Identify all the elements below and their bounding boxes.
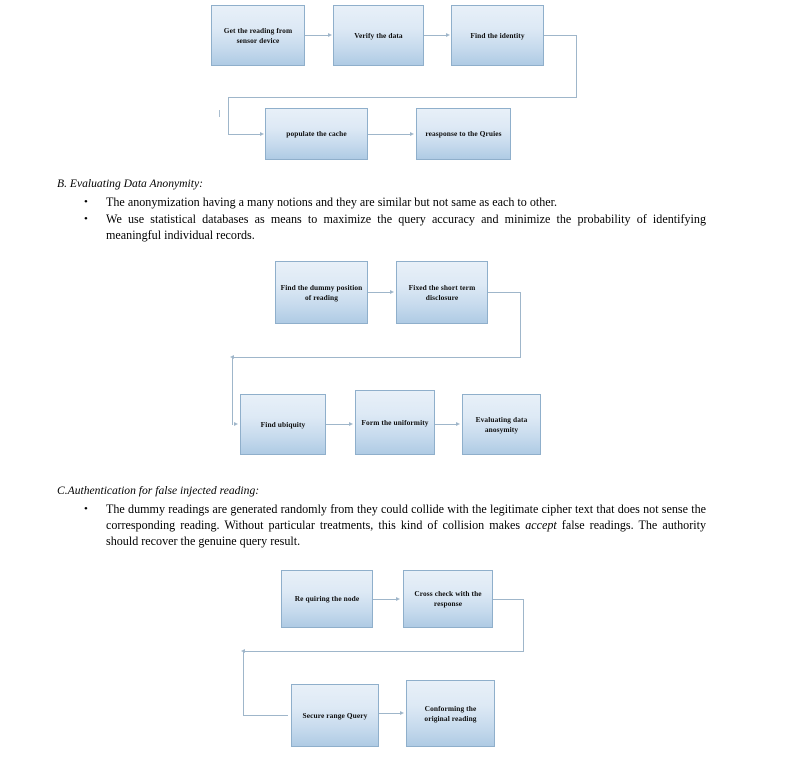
bullet-icon: • (84, 196, 88, 208)
section-c-bullets: • The dummy readings are generated rando… (84, 501, 706, 549)
flow2-box-fixed-short-term: Fixed the short term disclosure (396, 261, 488, 324)
flow2-elbow-left-down (232, 357, 233, 425)
flow3-box-secure-range-query: Secure range Query (291, 684, 379, 747)
flow2-arrow-into-ubiquity (234, 422, 238, 426)
flow1-arrow-verify-to-find (446, 33, 450, 37)
section-c-bullet-1-part-1: The dummy readings are generated randoml… (106, 502, 706, 533)
flow3-box-cross-check-response-label: Cross check with the response (414, 589, 482, 608)
flow3-elbow-bottom (243, 651, 524, 652)
flow2-box-fixed-short-term-label: Fixed the short term disclosure (408, 282, 476, 302)
flow2-elbow-right-down (520, 292, 521, 358)
flow3-box-conforming-original-label: Conforming the original reading (424, 703, 477, 723)
flow2-arrow-dummy-to-fixed (390, 290, 394, 294)
flow1-box-response-queries-label: reasponse to the Qruies (425, 129, 502, 138)
bullet-icon: • (84, 503, 88, 515)
bullet-icon: • (84, 213, 88, 226)
section-c-heading: C.Authentication for false injected read… (57, 484, 260, 497)
flow3-elbow-right-down (523, 599, 524, 652)
flow2-arrow-uniformity-to-evaluating (456, 422, 460, 426)
section-b-bullets: • The anonymization having a many notion… (84, 194, 706, 243)
flow3-arrow-requiring-to-crosscheck (396, 597, 400, 601)
section-b-bullet-2: • We use statistical databases as means … (84, 211, 706, 243)
flow2-arrow-ubiquity-to-uniformity (349, 422, 353, 426)
flow2-box-find-dummy-position-label: Find the dummy position of reading (280, 282, 363, 302)
flow2-box-evaluating-anonymity-label: Evaluating data anosymity (475, 414, 528, 434)
flow1-elbow-top (544, 35, 577, 36)
flow1-elbow-into-cache (228, 134, 261, 135)
flow3-elbow-left-down (243, 651, 244, 716)
flow3-box-cross-check-response: Cross check with the response (403, 570, 493, 628)
flow2-box-find-dummy-position: Find the dummy position of reading (275, 261, 368, 324)
flow3-box-conforming-original: Conforming the original reading (406, 680, 495, 747)
flow1-box-verify-data: Verify the data (333, 5, 424, 66)
flow1-arrow-cache-to-response (410, 132, 414, 136)
flow2-connector-dummy-to-fixed (368, 292, 391, 293)
flow3-elbow-into-secure-query (243, 715, 288, 716)
section-c-bullet-1-emphasis: accept (525, 518, 557, 533)
flow1-connector-verify-to-find (424, 35, 447, 36)
flow1-elbow-left-down (228, 97, 229, 135)
flow1-box-populate-cache: populate the cache (265, 108, 368, 160)
flow2-box-evaluating-anonymity: Evaluating data anosymity (462, 394, 541, 455)
flow2-box-form-uniformity: Form the uniformity (355, 390, 435, 455)
section-b-bullet-2-text: We use statistical databases as means to… (106, 212, 706, 243)
flow2-box-find-ubiquity: Find ubiquity (240, 394, 326, 455)
flow1-elbow-right-down (576, 35, 577, 98)
flow1-box-populate-cache-label: populate the cache (286, 129, 347, 138)
flow3-box-requiring-node-label: Re quiring the node (294, 594, 360, 603)
flow3-connector-secure-to-conforming (379, 713, 401, 714)
section-c-bullet-1: • The dummy readings are generated rando… (84, 501, 706, 549)
flow1-arrow-get-to-verify (328, 33, 332, 37)
flow2-connector-ubiquity-to-uniformity (326, 424, 350, 425)
section-b-bullet-1: • The anonymization having a many notion… (84, 194, 706, 210)
flow1-box-get-reading: Get the reading from sensor device (211, 5, 305, 66)
section-b-bullet-1-text: The anonymization having a many notions … (106, 195, 558, 209)
section-c-bullet-1-part-3: false readings. The authority should rec… (106, 518, 706, 549)
section-c-bullet-1-text: The dummy readings are generated randoml… (106, 501, 706, 549)
flow1-arrow-into-cache (260, 132, 264, 136)
flow1-connector-cache-to-response (368, 134, 411, 135)
flow1-box-get-reading-label: Get the reading from sensor device (223, 25, 293, 45)
section-b-heading: B. Evaluating Data Anonymity: (57, 177, 203, 190)
flow3-connector-requiring-to-crosscheck (373, 599, 397, 600)
flow2-box-find-ubiquity-label: Find ubiquity (260, 419, 306, 429)
flow2-connector-uniformity-to-evaluating (435, 424, 457, 425)
flow1-elbow-bottom (228, 97, 577, 98)
flow2-elbow-top (488, 292, 521, 293)
flow3-arrow-secure-to-conforming (400, 711, 404, 715)
flow3-elbow-top (493, 599, 524, 600)
flow2-box-form-uniformity-label: Form the uniformity (361, 417, 429, 427)
flow2-elbow-bottom (232, 357, 521, 358)
flow1-connector-get-to-verify (305, 35, 329, 36)
flow3-box-requiring-node: Re quiring the node (281, 570, 373, 628)
flow1-box-find-identity: Find the identity (451, 5, 544, 66)
flow1-box-find-identity-label: Find the identity (470, 30, 525, 40)
flow3-box-secure-range-query-label: Secure range Query (302, 710, 368, 720)
flow1-connector-stub (219, 110, 220, 117)
flow1-box-response-queries: reasponse to the Qruies (416, 108, 511, 160)
flow1-box-verify-data-label: Verify the data (354, 30, 403, 40)
